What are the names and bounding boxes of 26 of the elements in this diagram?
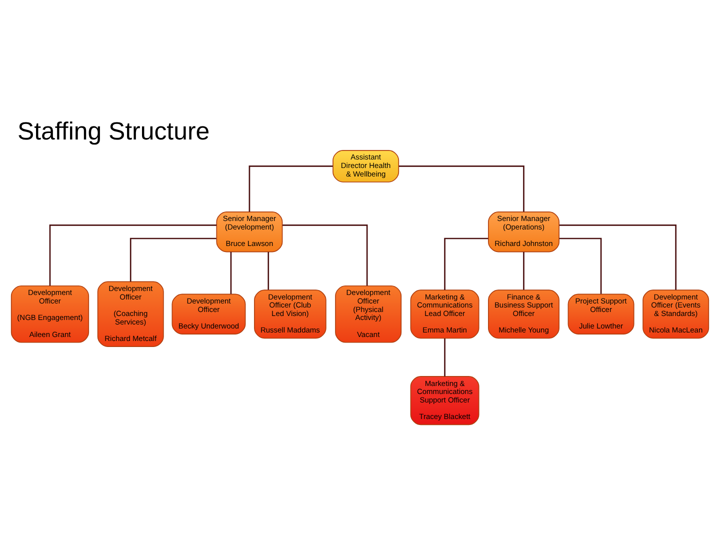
node-box: Development Officer (NGB Engagement) Aileen Grant [10,284,90,342]
connector [559,224,676,290]
node-box: Senior Manager (Operations) Richard Johnston [488,211,560,252]
connector [282,224,368,286]
node-box: Assistant Director Health & Wellbeing [332,149,400,182]
node-box: Finance & Business Support Officer Michelle Young [488,289,560,338]
connector [248,165,333,212]
node-box: Senior Manager (Development) Bruce Lawson [216,211,283,252]
node-box: Development Officer (Club Led Vision) Russell Maddams [254,289,326,338]
connector [130,237,216,282]
connector [559,237,602,294]
connector [398,165,524,212]
node-box: Project Support Officer Julie Lowther [568,293,634,334]
connector [444,338,446,376]
connector [230,251,232,294]
connector [523,251,524,290]
node-box: Marketing & Communications Support Officer Tracey Blackett [410,376,480,425]
connector [49,224,217,286]
node-box: Development Officer (Coaching Services) Richard Metcalf [97,280,164,346]
node-box: Development Officer Becky Underwood [172,293,246,334]
connector [444,237,488,290]
node-box: Development Officer (Physical Activity) Vacant [335,284,402,342]
diagram-title: Staffing Structure [18,117,210,146]
node-box: Development Officer (Events & Standards) Nicola MacLean [642,289,710,338]
connector [268,251,270,290]
node-box: Marketing & Communications Lead Officer Emma Martin [410,289,480,338]
